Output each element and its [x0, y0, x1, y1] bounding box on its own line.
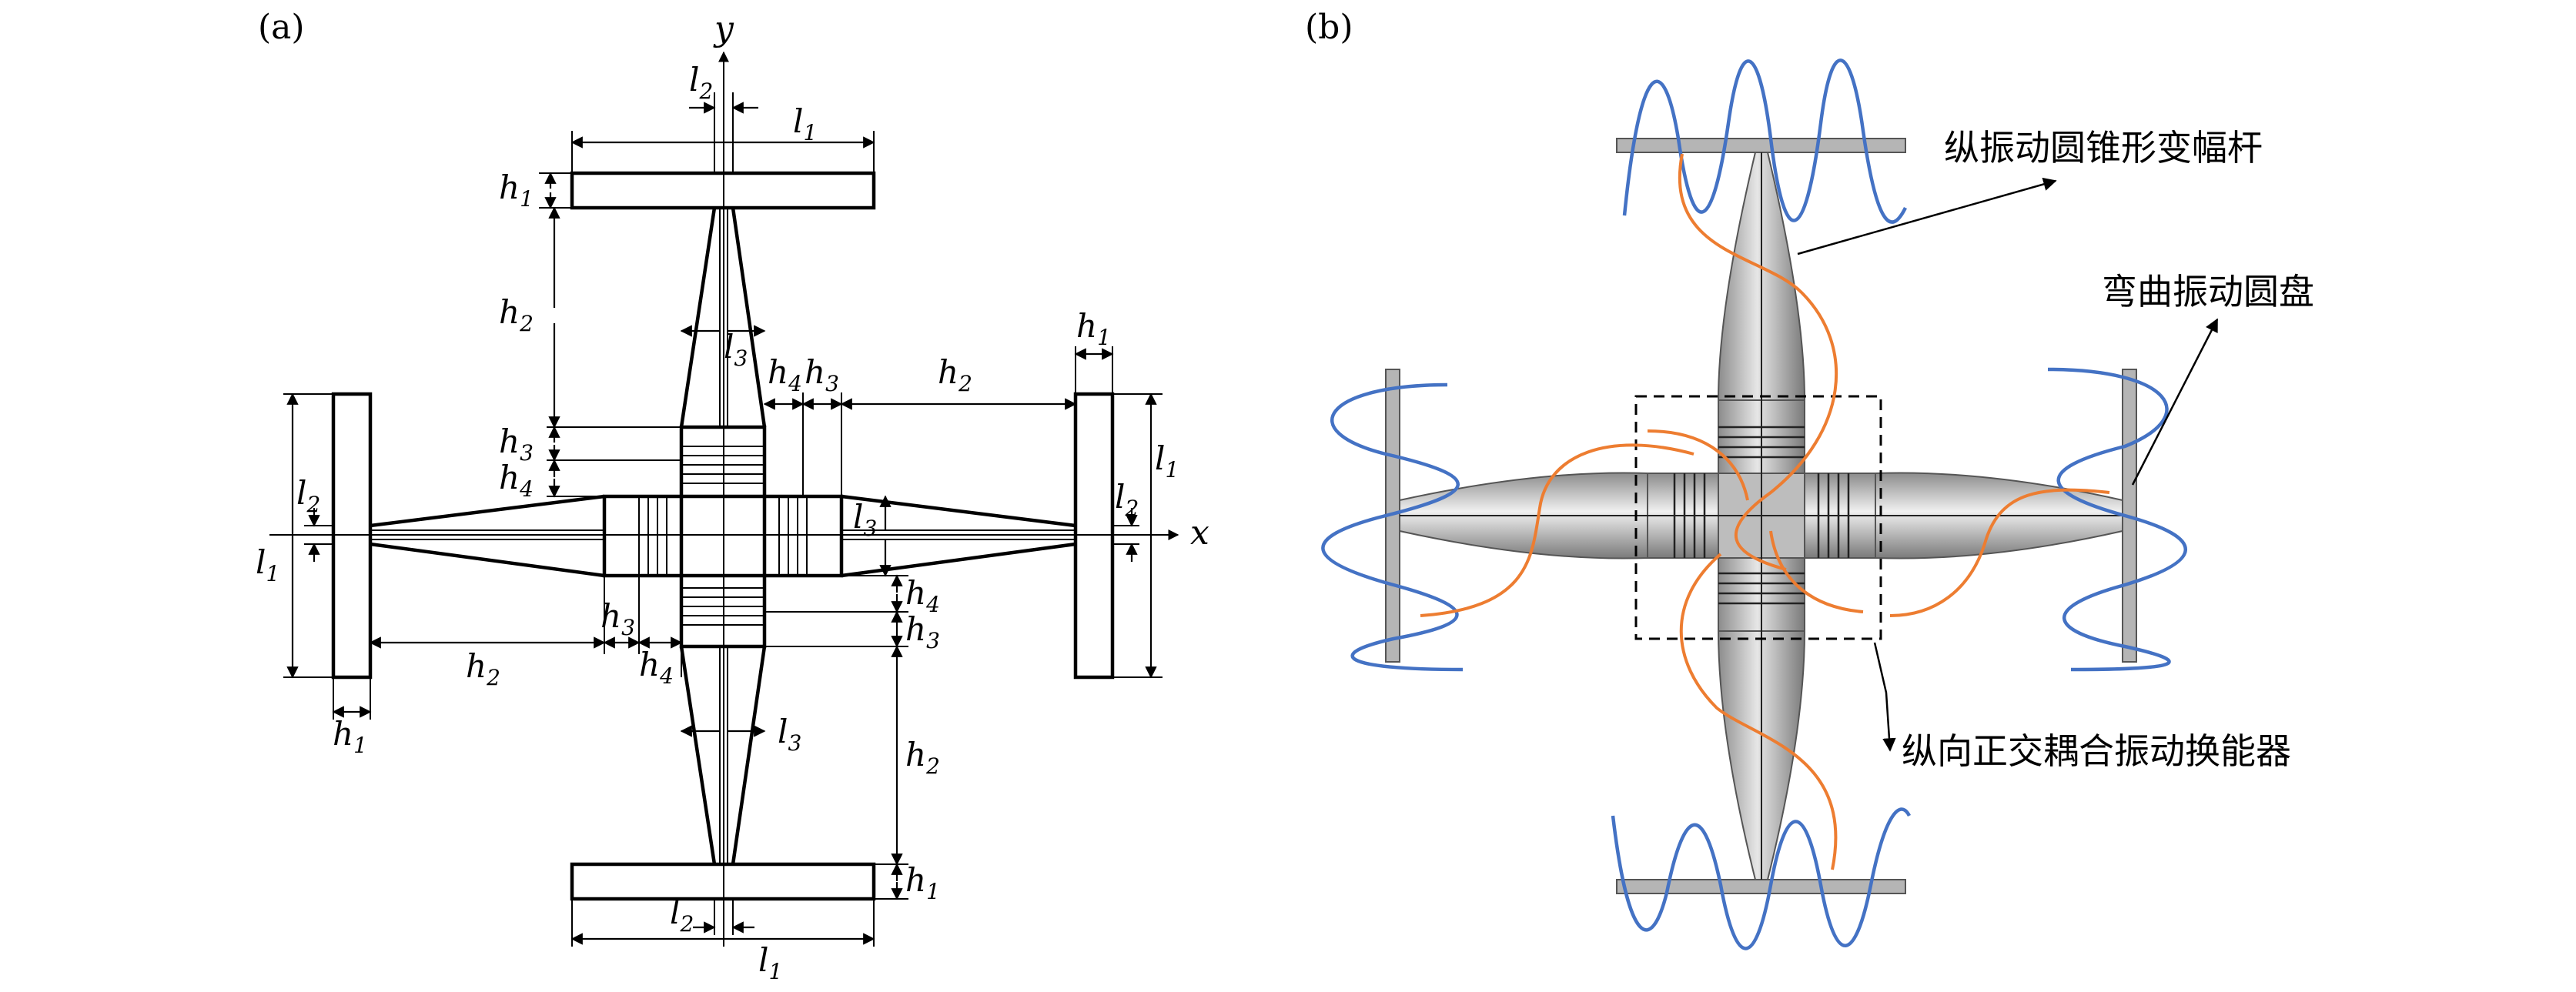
transducer-dashed-box: [1634, 395, 1882, 640]
dim-l3-right: l3: [853, 495, 892, 577]
svg-text:h2: h2: [905, 736, 940, 779]
center-block: [602, 425, 844, 649]
y-axis-label: y: [713, 9, 734, 48]
transducer-pointer: [1873, 642, 1896, 752]
flexural-waves: [1321, 58, 2187, 950]
panel-b-label: (b): [1305, 8, 1353, 47]
svg-text:l2: l2: [1115, 478, 1139, 521]
left-disc: [331, 392, 373, 680]
panel-a: (a) y x: [256, 8, 1209, 984]
dim-h1-left: h1: [332, 677, 372, 758]
svg-text:h1: h1: [905, 861, 940, 904]
panel-b: (b): [1305, 8, 2314, 950]
dim-l3-bottom: l3: [680, 713, 801, 756]
svg-text:h4: h4: [905, 574, 940, 617]
center-transducer: [1400, 152, 2123, 880]
svg-text:h1: h1: [1076, 307, 1111, 350]
longitudinal-waves: [1420, 153, 2110, 870]
svg-text:l3: l3: [724, 328, 748, 371]
right-disc: [1073, 392, 1115, 680]
svg-text:h1: h1: [499, 169, 534, 212]
svg-text:h2: h2: [499, 293, 534, 336]
svg-text:l2: l2: [296, 474, 320, 517]
top-disc: [570, 171, 876, 210]
svg-text:l1: l1: [793, 102, 817, 145]
dim-h-bottom-right: h4 h3 h2: [764, 574, 940, 866]
svg-text:l1: l1: [1155, 439, 1179, 483]
svg-text:l1: l1: [256, 543, 279, 586]
top-horn: [679, 207, 767, 428]
transducer-annotation: 纵向正交耦合振动换能器: [1902, 730, 2291, 772]
svg-text:h2: h2: [466, 647, 500, 690]
x-axis-label: x: [1190, 513, 1209, 553]
disc-annotation: 弯曲振动圆盘: [2102, 271, 2314, 312]
svg-text:h4: h4: [639, 646, 674, 689]
dim-l2-right: l2: [1112, 478, 1139, 562]
dim-h1-bottom: h1: [874, 861, 940, 904]
svg-text:h4: h4: [768, 353, 802, 396]
bottom-horn: [679, 646, 767, 865]
dim-h1-right: h1: [1074, 307, 1114, 394]
disc-pointer: [2131, 318, 2219, 486]
dim-h2-left: h2: [369, 576, 606, 690]
svg-text:h1: h1: [333, 715, 367, 758]
svg-text:l2: l2: [689, 61, 713, 104]
svg-text:l1: l1: [758, 941, 782, 984]
dim-h3-h4-top: h3 h4: [499, 423, 681, 502]
bottom-disc: [570, 862, 876, 901]
svg-text:h3: h3: [601, 597, 635, 640]
dim-h2-top: h2: [499, 206, 681, 429]
disc-bottom: [1616, 879, 1906, 894]
dim-h3-h4-left: h3 h4: [601, 576, 683, 689]
disc-top: [1616, 138, 1906, 153]
svg-text:h3: h3: [805, 353, 839, 396]
svg-text:l3: l3: [853, 498, 877, 541]
svg-text:l3: l3: [778, 713, 801, 756]
dim-l2-left: l2: [296, 474, 333, 562]
panel-a-label: (a): [258, 8, 305, 47]
horn-pointer: [1797, 177, 2057, 256]
left-horn: [370, 494, 605, 578]
horn-annotation: 纵振动圆锥形变幅杆: [1944, 127, 2263, 169]
dim-h1-top: h1: [499, 169, 572, 212]
svg-text:h2: h2: [938, 353, 972, 396]
dim-h-top-right: h4 h3 h2: [763, 353, 1077, 496]
